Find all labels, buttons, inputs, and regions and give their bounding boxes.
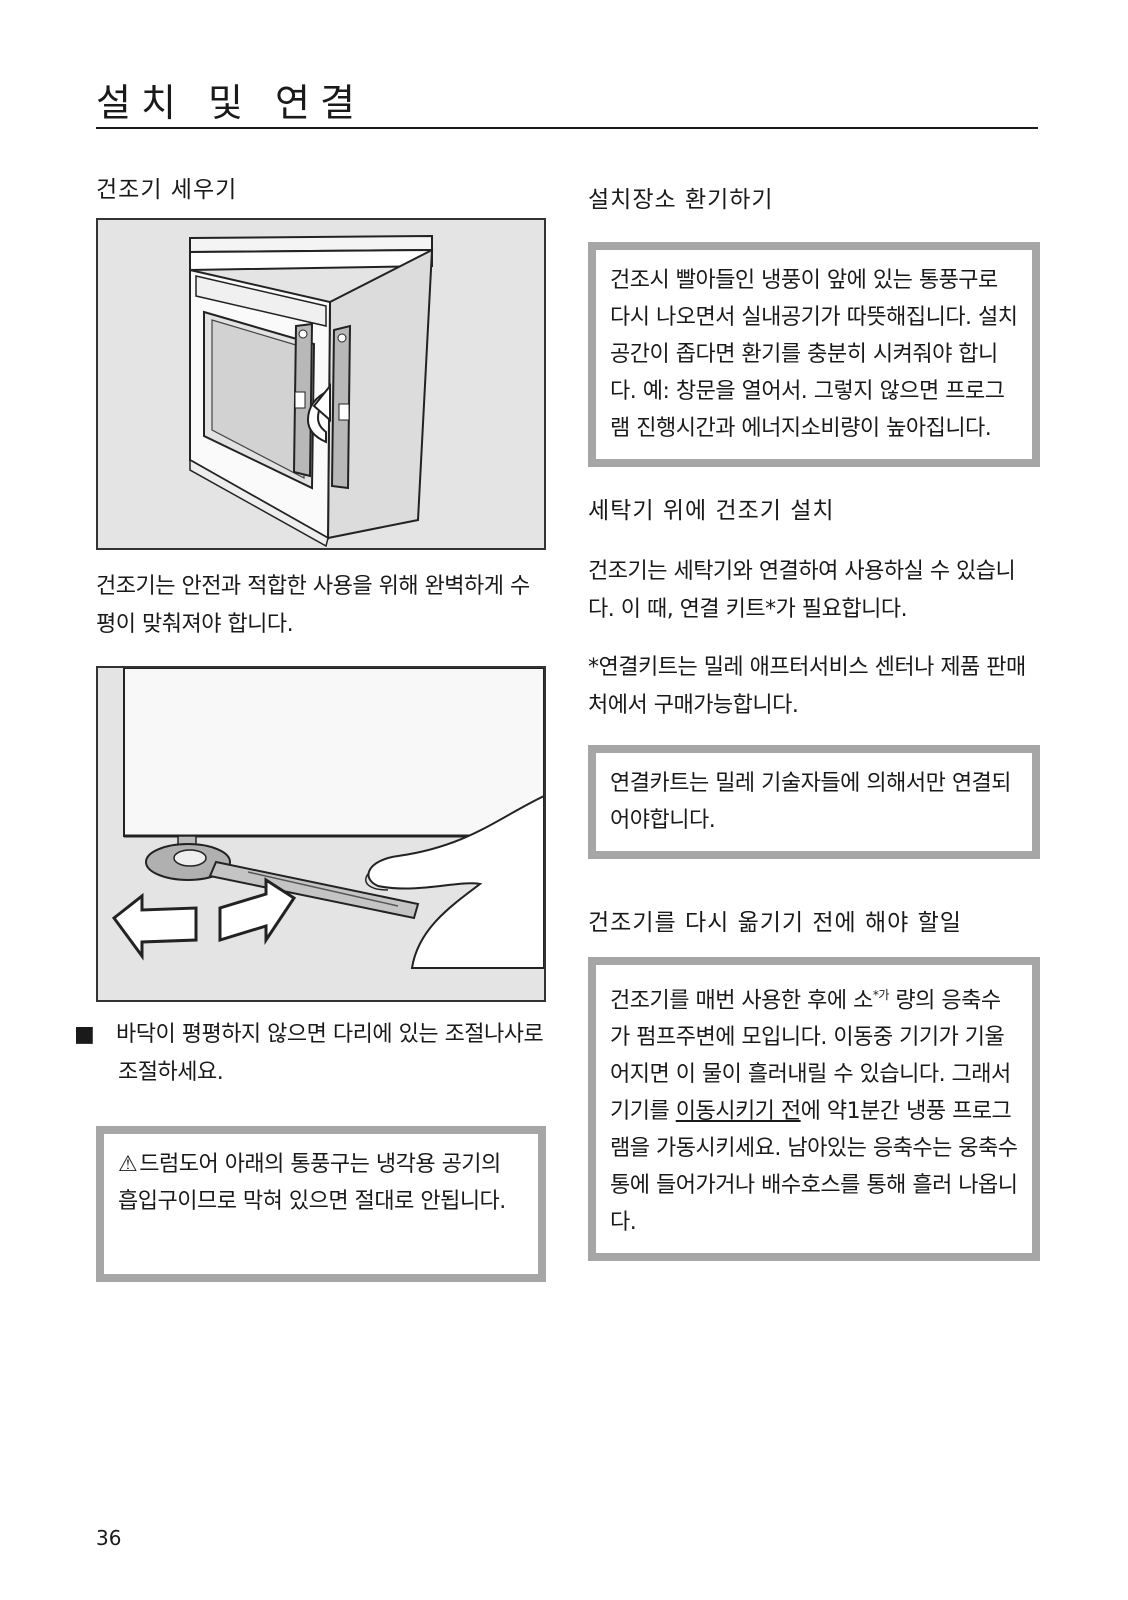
section-heading-leveling: 건조기 세우기 (96, 177, 238, 203)
moving-note-box: 건조기를 매번 사용한 후에 소*가 량의 응축수가 펌프주변에 모입니다. 이… (588, 957, 1040, 1262)
section-heading-stacking: 세탁기 위에 건조기 설치 (588, 498, 835, 524)
left-column: 건조기 세우기 (74, 170, 546, 1282)
page-title: 설치 및 연결 (96, 81, 365, 125)
wrench-foot-drawing (111, 668, 544, 969)
moving-text: 건조기를 매번 사용한 후에 소*가 량의 응축수가 펌프주변에 모입니다. 이… (610, 977, 1018, 1241)
warning-text: 드럼도어 아래의 통풍구는 냉각용 공기의 흡입구이므로 막혀 있으면 절대로 … (118, 1152, 506, 1214)
kit-footnote: *연결키트는 밀레 애프터서비스 센터나 제품 판매처에서 구매가능합니다. (588, 655, 1026, 718)
right-column: 설치장소 환기하기 건조시 빨아들인 냉풍이 앞에 있는 통풍구로 다시 나오면… (588, 180, 1040, 1262)
moving-text-superscript: *가 (872, 988, 890, 1002)
page-number: 36 (96, 1526, 122, 1550)
ventilation-text: 건조시 빨아들인 냉풍이 앞에 있는 통풍구로 다시 나오면서 실내공기가 따뜻… (610, 268, 1018, 441)
feet-adjust-text: 바닥이 평평하지 않으면 다리에 있는 조절나사로 조절하세요. (116, 1022, 544, 1085)
warning-triangle-icon: ⚠ (118, 1152, 138, 1177)
kit-note-text: 연결카트는 밀레 기술자들에 의해서만 연결되어야합니다. (610, 771, 1012, 833)
moving-text-underlined: 이동시키기 전 (675, 1099, 801, 1125)
title-divider (96, 127, 1038, 129)
ventilation-warning-box: ⚠드럼도어 아래의 통풍구는 냉각용 공기의 흡입구이므로 막혀 있으면 절대로… (96, 1126, 546, 1282)
moving-text-part-2: 량의 응축수가 펌프주변에 모입니다. 이동중 기기가 기울어지면 이 물이 흘… (610, 988, 1011, 1125)
ventilation-note-box: 건조시 빨아들인 냉풍이 앞에 있는 통풍구로 다시 나오면서 실내공기가 따뜻… (588, 242, 1040, 467)
dryer-level-drawing (189, 234, 434, 548)
moving-text-part-3: 에 약1분간 냉풍 프로그램을 가동시키세요. 남아있는 응축수는 웅축수통에 … (610, 1099, 1018, 1236)
stacking-text: 건조기는 세탁기와 연결하여 사용하실 수 있습니다. 이 때, 연결 키트*가… (588, 559, 1016, 622)
wrench-foot-illustration (96, 666, 546, 1002)
section-heading-moving: 건조기를 다시 옮기기 전에 해야 할일 (588, 910, 962, 936)
dryer-level-illustration (96, 218, 546, 550)
moving-text-part-1: 건조기를 매번 사용한 후에 소 (610, 988, 873, 1014)
section-heading-ventilation: 설치장소 환기하기 (588, 187, 774, 213)
feet-adjust-instruction: ■ 바닥이 평평하지 않으면 다리에 있는 조절나사로 조절하세요. (74, 1016, 546, 1092)
warning-paragraph: ⚠드럼도어 아래의 통풍구는 냉각용 공기의 흡입구이므로 막혀 있으면 절대로… (118, 1146, 524, 1220)
bullet-marker: ■ (74, 1022, 95, 1047)
kit-note-box: 연결카트는 밀레 기술자들에 의해서만 연결되어야합니다. (588, 745, 1040, 859)
leveling-instruction: 건조기는 안전과 적합한 사용을 위해 완벽하게 수평이 맞춰져야 합니다. (96, 574, 530, 637)
